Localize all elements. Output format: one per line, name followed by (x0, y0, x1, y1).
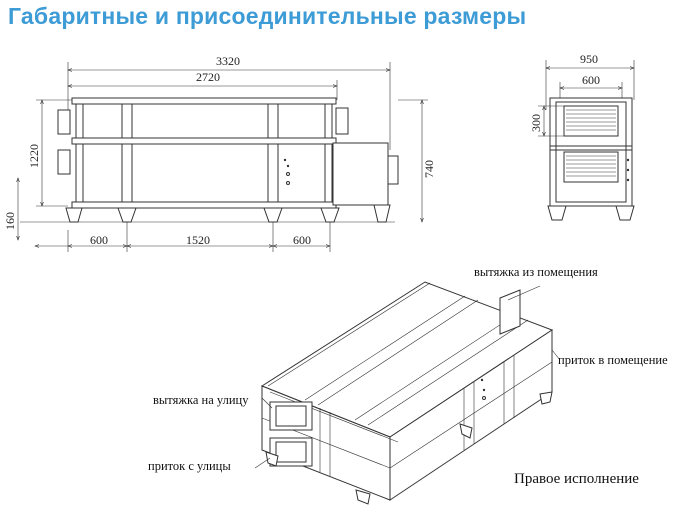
dim-inner: 2720 (196, 70, 220, 84)
dim-legs: 160 (3, 212, 17, 230)
dim-right: 600 (293, 233, 311, 247)
label-supply-room: приток в помещение (558, 353, 668, 367)
side-view: 950 600 300 (529, 52, 635, 221)
dim-mid: 1520 (186, 233, 210, 247)
iso-view: вытяжка из помещения приток в помещение … (148, 265, 668, 505)
page-title: Габаритные и присоединительные размеры (8, 3, 527, 29)
dim-height: 1220 (27, 144, 41, 168)
side-dim-width: 950 (580, 52, 598, 66)
label-exhaust-street: вытяжка на улицу (153, 393, 249, 407)
label-exhaust-room: вытяжка из помещения (474, 265, 598, 279)
dim-total: 3320 (216, 54, 240, 68)
caption-right-version: Правое исполнение (514, 471, 639, 487)
label-supply-street: приток с улицы (148, 459, 231, 473)
dim-left: 600 (90, 233, 108, 247)
dim-side-height: 740 (422, 160, 436, 178)
side-dim-inner: 600 (582, 73, 600, 87)
side-dim-height: 300 (529, 114, 543, 132)
front-view: 3320 2720 (3, 54, 436, 252)
